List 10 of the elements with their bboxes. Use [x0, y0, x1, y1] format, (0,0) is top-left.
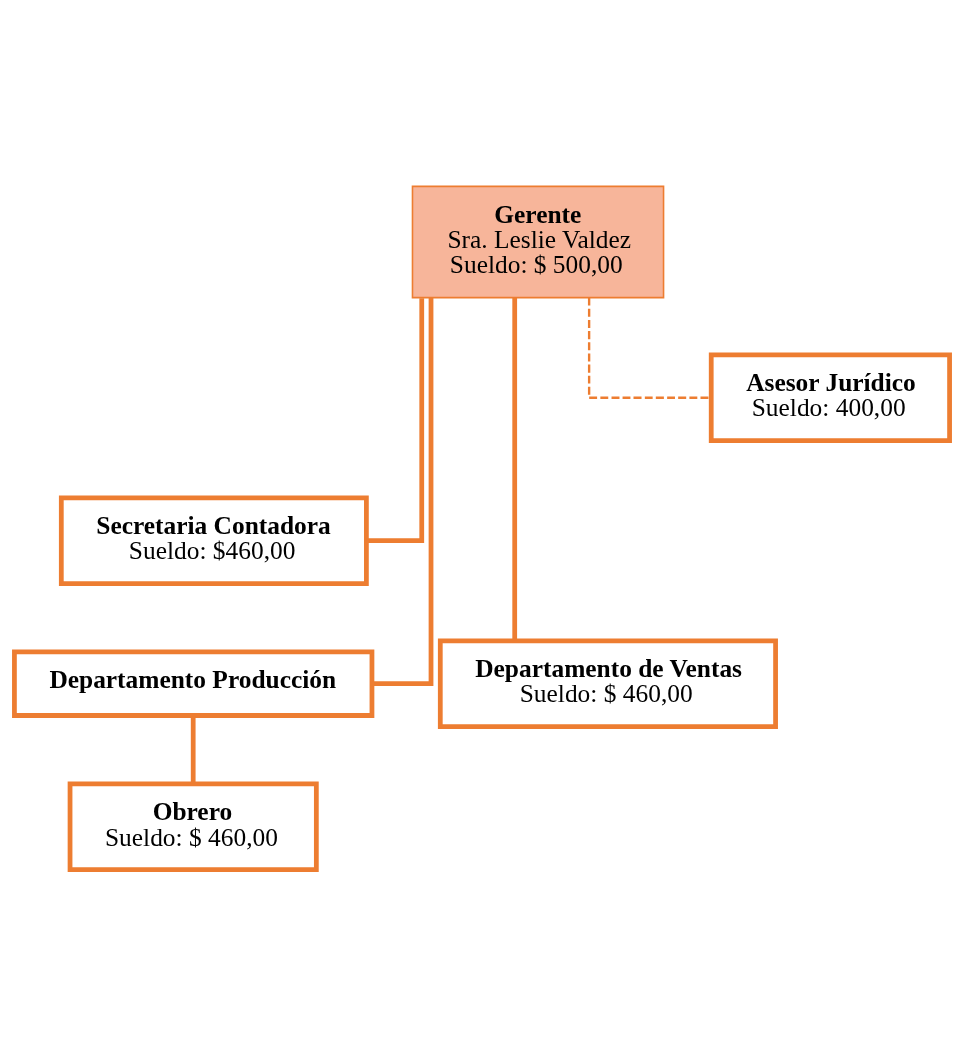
node-box: Obrero Sueldo: $ 460,00 — [67, 780, 319, 872]
node-box: Departamento de Ventas Sueldo: $ 460,00 — [437, 637, 778, 729]
node-box: Gerente Sra. Leslie Valdez Sueldo: $ 500,00 — [411, 185, 665, 298]
connector — [512, 297, 518, 641]
node-box: Secretaria Contadora Sueldo: $460,00 — [58, 494, 369, 586]
connector — [366, 297, 425, 543]
connector — [190, 715, 196, 784]
node-box: Departamento Producción — [12, 649, 375, 718]
connector — [372, 297, 434, 686]
node-box: Asesor Jurídico Sueldo: 400,00 — [708, 351, 952, 443]
